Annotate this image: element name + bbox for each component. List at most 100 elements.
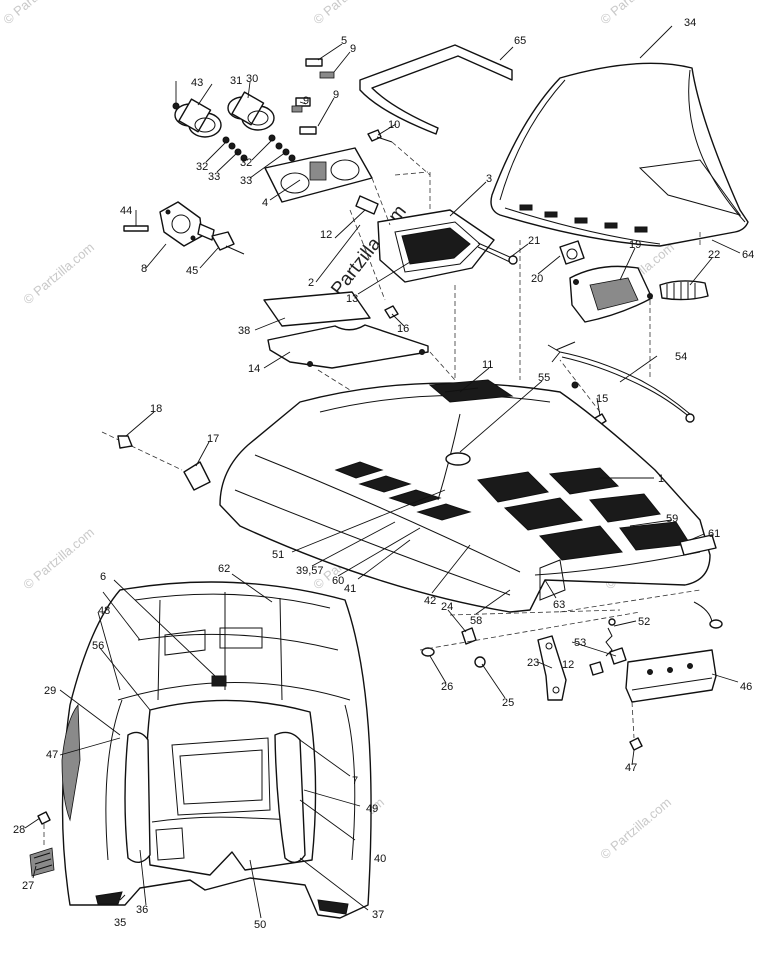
ignition-switch <box>159 201 215 247</box>
callout-18: 18 <box>150 403 162 415</box>
switch-knob-45 <box>211 231 245 255</box>
callout-59: 59 <box>666 513 678 525</box>
callout-4: 4 <box>262 197 268 209</box>
callout-45: 45 <box>186 265 198 277</box>
clip-53 <box>609 647 627 665</box>
callout-43: 43 <box>191 77 203 89</box>
callout-33a: 33 <box>208 171 220 183</box>
spacer-26 <box>421 647 435 657</box>
bolt-21 <box>477 242 518 265</box>
callout-56: 56 <box>92 640 104 652</box>
callout-19: 19 <box>629 239 641 251</box>
callout-34: 34 <box>684 17 696 29</box>
callout-38: 38 <box>238 325 250 337</box>
callout-20: 20 <box>531 273 543 285</box>
callout-9c: 9 <box>333 89 339 101</box>
callout-49: 49 <box>366 803 378 815</box>
callout-23: 23 <box>527 657 539 669</box>
callout-40: 40 <box>374 853 386 865</box>
watermark: © Partzilla.com <box>597 794 674 862</box>
hinge-dash-lines <box>419 589 701 739</box>
callout-15: 15 <box>596 393 608 405</box>
callout-31: 31 <box>230 75 242 87</box>
callout-labels: 1 2 3 4 5 6 7 8 9 9 9 10 11 12 12 13 14 … <box>13 17 754 931</box>
callout-7: 7 <box>352 775 358 787</box>
callout-29: 29 <box>44 685 56 697</box>
callout-3: 3 <box>486 173 492 185</box>
callout-12b: 12 <box>562 659 574 671</box>
callout-6: 6 <box>100 571 106 583</box>
hood-latch-bracket <box>101 431 211 491</box>
headlight-bulb <box>559 240 585 265</box>
callout-11: 11 <box>482 359 493 371</box>
callout-47a: 47 <box>46 749 58 761</box>
assembly-lines <box>317 141 701 413</box>
bolt-12b <box>589 661 604 676</box>
gauge-left <box>172 98 222 138</box>
callout-9a: 9 <box>350 43 356 55</box>
console-bracket <box>355 195 379 215</box>
mesh-screen <box>29 847 55 877</box>
callout-24: 24 <box>441 601 453 613</box>
toggle-switches <box>291 58 335 135</box>
callout-16: 16 <box>397 323 409 335</box>
headlight-lens <box>263 291 371 327</box>
headlight-boot <box>659 280 709 301</box>
callout-12a: 12 <box>320 229 332 241</box>
gauge-right <box>227 91 275 131</box>
lens-bracket <box>267 324 429 369</box>
callout-1: 1 <box>658 473 664 485</box>
key <box>123 225 149 232</box>
callout-54: 54 <box>675 351 687 363</box>
callout-65: 65 <box>514 35 526 47</box>
callout-64: 64 <box>742 249 754 261</box>
callout-30: 30 <box>246 73 258 85</box>
headlight-reflector <box>569 265 653 323</box>
callout-27: 27 <box>22 880 34 892</box>
cable-clip <box>693 601 723 629</box>
screw-47b <box>629 737 643 751</box>
callout-42: 42 <box>424 595 436 607</box>
watermark: © Partzilla.com <box>310 0 387 27</box>
callout-62: 62 <box>218 563 230 575</box>
hood <box>219 379 711 613</box>
callout-22: 22 <box>708 249 720 261</box>
callout-5: 5 <box>341 35 347 47</box>
screw-28 <box>37 811 51 848</box>
nose-trim <box>679 534 717 556</box>
watermark: © Partzilla.com <box>20 239 97 307</box>
callout-32b: 32 <box>240 157 252 169</box>
callout-32a: 32 <box>196 161 208 173</box>
callout-51: 51 <box>272 549 284 561</box>
wire-harness <box>547 341 695 423</box>
callout-46: 46 <box>740 681 752 693</box>
watermark: © Partzilla.com <box>0 0 77 27</box>
callout-58: 58 <box>470 615 482 627</box>
callout-37: 37 <box>372 909 384 921</box>
callout-63: 63 <box>553 599 565 611</box>
callout-41: 41 <box>344 583 356 595</box>
callout-52: 52 <box>638 616 650 628</box>
callout-36: 36 <box>136 904 148 916</box>
leader-lines <box>24 25 741 919</box>
callout-17: 17 <box>207 433 219 445</box>
hood-rod <box>117 435 133 449</box>
callout-39-57: 39,57 <box>296 565 324 577</box>
callout-48: 48 <box>98 605 110 617</box>
callout-2: 2 <box>308 277 314 289</box>
callout-13: 13 <box>346 293 358 305</box>
callout-50: 50 <box>254 919 266 931</box>
callout-8: 8 <box>141 263 147 275</box>
callout-47b: 47 <box>625 762 637 774</box>
callout-21: 21 <box>528 235 540 247</box>
screw-16 <box>384 305 399 319</box>
callout-9b: 9 <box>303 95 309 107</box>
gauge-nuts <box>222 134 296 162</box>
callout-35: 35 <box>114 917 126 929</box>
windshield-trim-strip <box>359 44 513 135</box>
callout-55: 55 <box>538 372 550 384</box>
callout-61: 61 <box>708 528 720 540</box>
watermark: © Partzilla.com <box>20 524 97 592</box>
watermark: © Partzilla.com <box>597 0 674 27</box>
